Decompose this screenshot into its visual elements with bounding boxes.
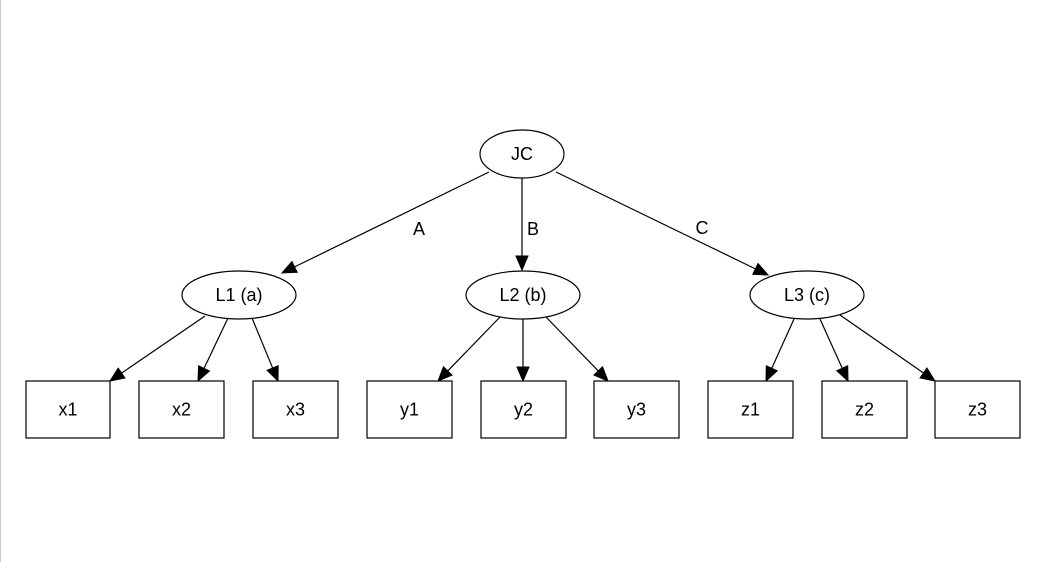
node-box	[707, 380, 794, 439]
node-x1: x1	[25, 380, 111, 439]
edge-label: A	[413, 219, 425, 239]
edge-line	[294, 171, 490, 268]
edge-l2-y2	[516, 319, 530, 383]
node-l3: L3 (c)	[749, 270, 865, 320]
edge-label: B	[527, 219, 539, 239]
edge-line	[121, 315, 206, 374]
arrow-head	[437, 365, 453, 382]
edge-l3-z2	[819, 318, 849, 383]
node-label: x1	[58, 399, 77, 419]
node-z3: z3	[934, 380, 1021, 439]
node-label: y3	[627, 399, 646, 419]
node-y1: y1	[366, 380, 453, 439]
edge-jc-l3: C	[555, 171, 770, 276]
edge-l3-z3	[839, 314, 937, 382]
node-l2: L2 (b)	[465, 270, 581, 320]
node-l1: L1 (a)	[181, 270, 297, 320]
node-label: z1	[741, 399, 760, 419]
edge-jc-l2: B	[515, 178, 539, 272]
edge-l1-x2	[197, 317, 229, 383]
arrow-head	[516, 366, 530, 383]
node-box	[593, 380, 680, 439]
canvas-left-border	[0, 0, 1, 562]
node-box	[366, 380, 453, 439]
node-box	[934, 380, 1021, 439]
arrow-head	[197, 365, 211, 383]
arrow-head	[266, 365, 279, 383]
node-label: z2	[855, 399, 874, 419]
node-x3: x3	[252, 380, 339, 439]
node-box	[480, 380, 567, 439]
node-label: y2	[514, 399, 533, 419]
edge-l1-x3	[251, 317, 279, 383]
node-label: L2 (b)	[499, 285, 546, 305]
arrow-head	[835, 365, 849, 383]
node-z1: z1	[707, 380, 794, 439]
node-box	[138, 380, 225, 439]
node-box	[252, 380, 339, 439]
arrow-head	[593, 365, 609, 382]
node-label: L1 (a)	[215, 285, 262, 305]
node-box	[821, 380, 908, 439]
node-box	[25, 380, 111, 439]
node-label: JC	[511, 144, 533, 164]
arrow-head	[280, 260, 298, 274]
edge-l3-z1	[765, 318, 795, 383]
node-jc: JC	[479, 129, 565, 179]
edge-l1-x1	[108, 315, 206, 382]
edge-line	[771, 318, 795, 369]
node-label: y1	[400, 399, 419, 419]
node-label: x3	[286, 399, 305, 419]
node-ellipse	[465, 270, 581, 320]
arrow-head	[765, 365, 779, 383]
edge-line	[203, 317, 229, 369]
edge-line	[545, 316, 599, 372]
edge-line	[447, 316, 501, 372]
node-z2: z2	[821, 380, 908, 439]
arrow-head	[919, 367, 937, 382]
edge-l2-y1	[437, 316, 501, 382]
node-y3: y3	[593, 380, 680, 439]
nodes-layer: JC L1 (a) L2 (b) L3 (c) x1 x2 x3 y1 y2 y3 z1 z2 z3	[25, 129, 1021, 439]
edges-layer: A B C	[108, 171, 937, 383]
edge-jc-l1: A	[280, 171, 490, 274]
arrow-head	[752, 262, 770, 276]
arrow-head	[108, 367, 126, 382]
node-x2: x2	[138, 380, 225, 439]
node-label: L3 (c)	[784, 285, 830, 305]
node-y2: y2	[480, 380, 567, 439]
edge-line	[839, 314, 924, 374]
node-ellipse	[181, 270, 297, 320]
edge-l2-y3	[545, 316, 609, 382]
arrow-head	[515, 255, 529, 272]
node-label: z3	[968, 399, 987, 419]
edge-line	[555, 171, 756, 270]
edge-label: C	[696, 218, 709, 238]
node-ellipse	[479, 129, 565, 179]
node-ellipse	[749, 270, 865, 320]
edge-line	[251, 317, 274, 369]
node-label: x2	[172, 399, 191, 419]
edge-line	[819, 318, 843, 369]
